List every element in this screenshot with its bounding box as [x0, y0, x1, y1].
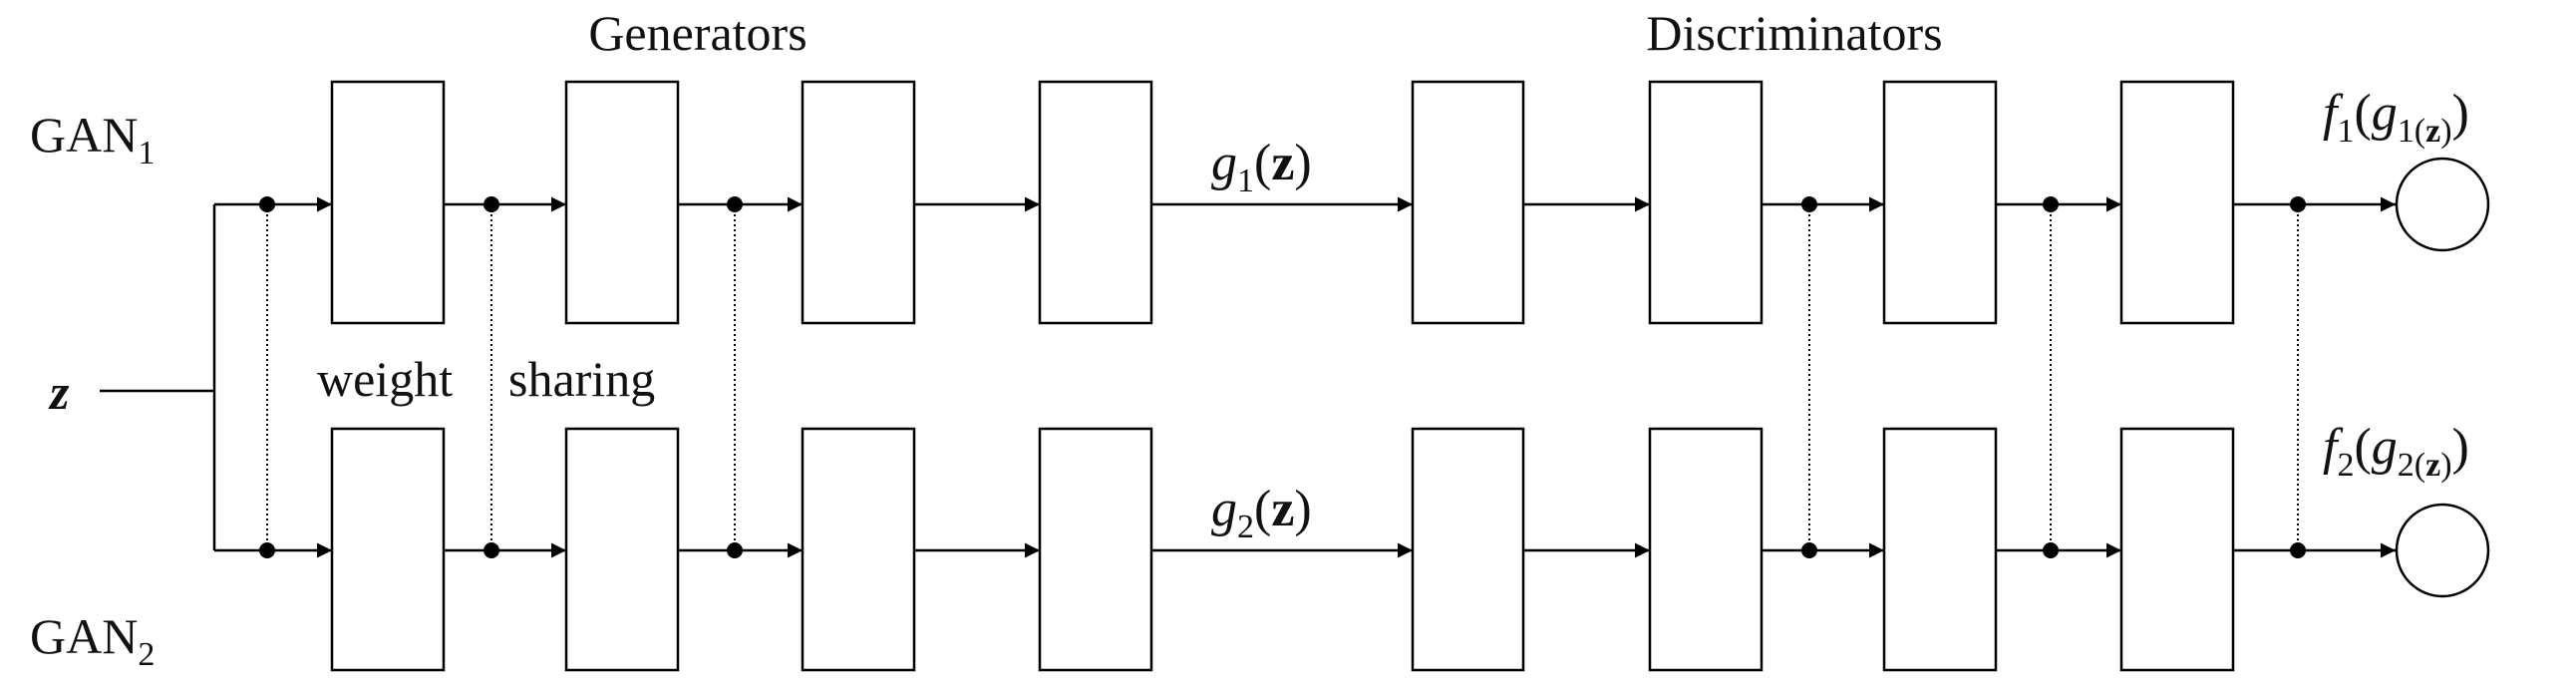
f1-output-label: f1(g1(z)): [2323, 85, 2469, 150]
junction-dots: [259, 196, 2306, 558]
generator2-layer: [1038, 427, 1153, 672]
junction-dot: [483, 542, 499, 558]
weight-label: weight: [317, 351, 453, 407]
junction-dot: [2043, 542, 2059, 558]
discriminator2-layer: [1648, 427, 1764, 672]
g1z-label: g1(z): [1211, 135, 1312, 199]
junction-dot: [2290, 196, 2306, 212]
generator1-layer: [564, 80, 680, 325]
junction-dot: [727, 542, 743, 558]
junction-dot: [1801, 542, 1817, 558]
discriminator1-layer: [1411, 80, 1525, 325]
generator-layers: [330, 80, 1153, 672]
f2-output-label: f2(g2(z)): [2323, 419, 2469, 484]
junction-dot: [2043, 196, 2059, 212]
generator1-layer: [330, 80, 446, 325]
discriminator1-layer: [1648, 80, 1764, 325]
discriminator2-layer: [1882, 427, 1998, 672]
sharing-label: sharing: [508, 351, 655, 407]
generator2-layer: [330, 427, 446, 672]
junction-dot: [259, 542, 275, 558]
discriminator1-layer: [2119, 80, 2235, 325]
discriminator2-layer: [2119, 427, 2235, 672]
generator1-layer: [1038, 80, 1153, 325]
discriminator-layers: [1411, 80, 2235, 672]
generators-title: Generators: [588, 5, 806, 61]
discriminators-title: Discriminators: [1646, 5, 1942, 61]
generator2-layer: [801, 427, 916, 672]
discriminator2-output-node: [2395, 503, 2490, 598]
g2z-label: g2(z): [1211, 481, 1312, 545]
gan1-label: GAN1: [30, 107, 155, 172]
junction-dot: [259, 196, 275, 212]
junction-dot: [727, 196, 743, 212]
discriminator2-layer: [1411, 427, 1525, 672]
gan2-label: GAN2: [30, 608, 155, 673]
generator2-layer: [564, 427, 680, 672]
discriminator1-output-node: [2395, 157, 2490, 252]
z-input-label: z: [48, 364, 70, 420]
generator1-layer: [801, 80, 916, 325]
junction-dot: [1801, 196, 1817, 212]
discriminator1-layer: [1882, 80, 1998, 325]
junction-dot: [2290, 542, 2306, 558]
junction-dot: [483, 196, 499, 212]
